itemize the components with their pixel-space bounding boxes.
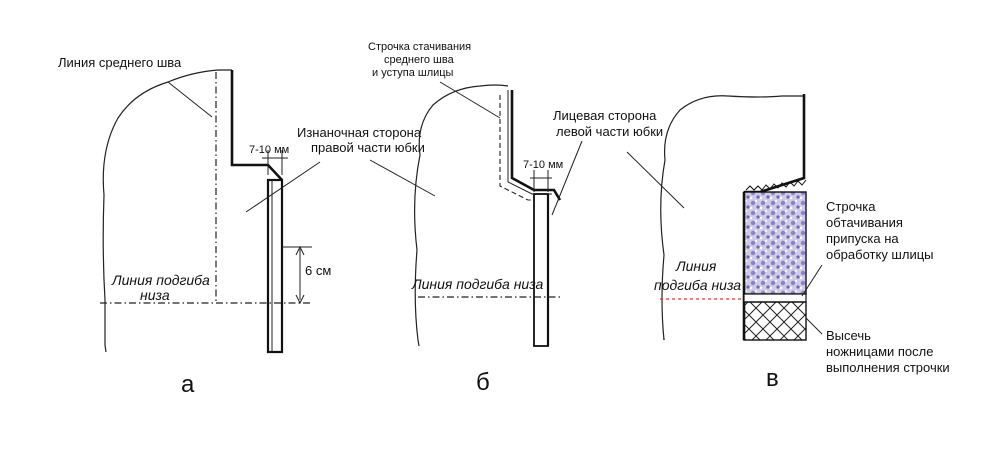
stitch-label-v-1: Строчка bbox=[826, 199, 876, 214]
dim-width-label-b: 7-10 мм bbox=[523, 159, 563, 171]
center-seam-label: Линия среднего шва bbox=[58, 55, 182, 70]
vent-strip-b bbox=[533, 193, 549, 347]
right-side-label-1: Лицевая сторона bbox=[553, 108, 657, 123]
stitch-label-b-1: Строчка стачивания bbox=[368, 41, 471, 53]
wrong-side-label-2: правой части юбки bbox=[311, 140, 425, 155]
hem-label-a-1: Линия подгиба bbox=[111, 272, 210, 288]
hem-label-v-1: Линия bbox=[675, 258, 717, 274]
dim-height-label-a: 6 см bbox=[305, 263, 331, 278]
right-side-label-2: левой части юбки bbox=[556, 124, 663, 139]
dim-6cm-arrowhead-bottom bbox=[295, 294, 305, 305]
stitch-label-v-3: припуска на bbox=[826, 231, 899, 246]
stitch-label-b-2: среднего шва bbox=[384, 54, 455, 66]
hem-label-a-2: низа bbox=[140, 287, 170, 303]
vent-strip-a bbox=[266, 178, 284, 354]
wrong-side-leader-b bbox=[369, 159, 436, 197]
skirt-outline-v bbox=[660, 95, 804, 341]
seam-fold-b-thick bbox=[510, 90, 562, 201]
skirt-bottom-b bbox=[417, 339, 420, 347]
hem-label-b: Линия подгиба низа bbox=[411, 276, 544, 292]
stitch-label-v-4: обработку шлицы bbox=[826, 247, 934, 262]
figure-a: 7-10 мм 6 см Линия среднего шва Изнаночн… bbox=[58, 55, 425, 398]
skirt-bottom-a bbox=[104, 344, 107, 353]
stitch-leader-b bbox=[439, 81, 501, 119]
lining-fabric-v bbox=[743, 191, 807, 295]
figure-b: 7-10 мм Строчка стачивания среднего шва … bbox=[368, 41, 663, 396]
stitch-leader-v bbox=[801, 264, 823, 297]
wrong-side-leader bbox=[245, 161, 321, 213]
cutout-area-v bbox=[743, 301, 807, 341]
pointer-leader-v bbox=[626, 151, 685, 209]
dim-6cm-arrowhead-top bbox=[295, 245, 305, 256]
wrong-side-label-1: Изнаночная сторона bbox=[297, 125, 422, 140]
center-seam-leader bbox=[167, 81, 213, 118]
skirt-outline-a bbox=[102, 69, 232, 345]
caption-v: в bbox=[766, 365, 779, 392]
seam-fold-v-zigzag bbox=[745, 179, 807, 191]
caption-b: б bbox=[476, 369, 490, 396]
skirt-outline-b bbox=[414, 84, 509, 341]
cut-label-v-3: выполнения строчки bbox=[826, 360, 950, 375]
hem-label-v-2: подгиба низа bbox=[654, 277, 741, 293]
stitch-label-b-3: и уступа шлицы bbox=[372, 67, 454, 79]
stitch-label-v-2: обтачивания bbox=[826, 215, 903, 230]
hem-band-v bbox=[743, 293, 807, 303]
caption-a: а bbox=[181, 371, 195, 398]
seam-fold-v bbox=[744, 94, 806, 194]
figure-v: Линия подгиба низа Строчка обтачивания п… bbox=[626, 94, 950, 392]
right-side-leader-1 bbox=[551, 140, 583, 216]
center-seam-fold-a bbox=[230, 70, 283, 181]
cut-label-v-2: ножницами после bbox=[826, 344, 933, 359]
cut-label-v-1: Высечь bbox=[826, 328, 871, 343]
cut-leader-v bbox=[805, 317, 823, 335]
dim-width-label-a: 7-10 мм bbox=[249, 144, 289, 156]
